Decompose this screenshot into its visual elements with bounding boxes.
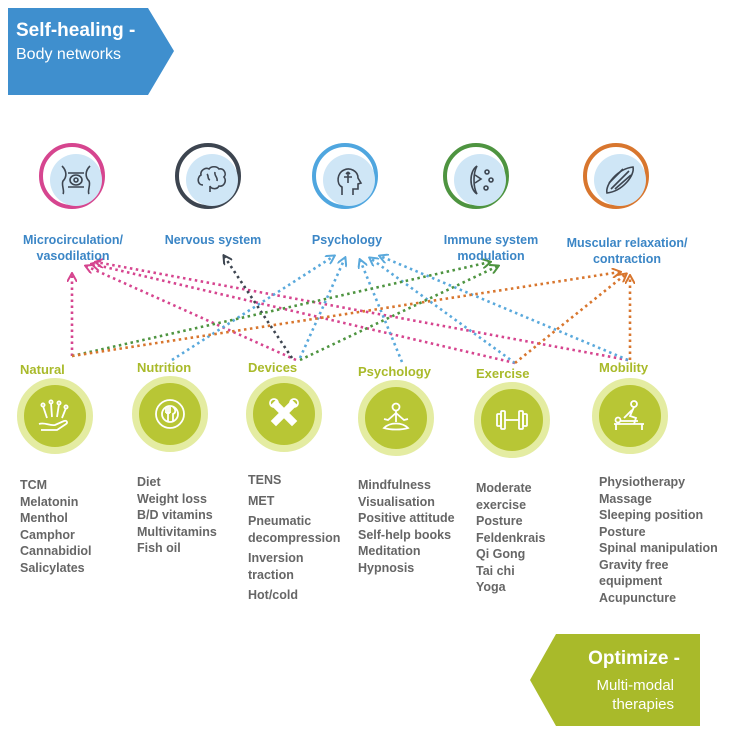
exercise-node [474, 382, 550, 458]
list-item: decompression [248, 530, 341, 545]
arrow-devices-psychology [298, 258, 345, 359]
natural-node [17, 378, 93, 454]
list-item: Tai chi [476, 563, 515, 578]
category-title-exercise: Exercise [476, 366, 530, 381]
arrow-mobility-psychology [380, 256, 629, 362]
list-item: exercise [476, 497, 527, 512]
arrow-exercise-muscular [514, 274, 626, 365]
list-item: Meditation [358, 544, 421, 558]
list-item: Hot/cold [248, 588, 298, 602]
list-item: Salicylates [20, 560, 85, 575]
natural-items: TCM Melatonin Menthol Camphor Cannabidio… [20, 477, 92, 576]
arrow-devices-microcirculation [86, 266, 297, 362]
list-item: Hypnosis [358, 560, 415, 575]
category-title-mobility: Mobility [599, 360, 649, 375]
list-item: B/D vitamins [137, 508, 213, 522]
immune-cell-icon [470, 165, 494, 195]
list-item: Fish oil [137, 541, 181, 555]
network-label-nervous: Nervous system [164, 233, 262, 247]
list-item: Posture [476, 514, 523, 528]
list-item: Cannabidiol [20, 544, 92, 558]
herbs-hand-icon [38, 399, 69, 431]
brain-icon [197, 165, 226, 192]
muscular-node [583, 143, 649, 209]
capillary-icon [61, 165, 91, 195]
list-item: Visualisation [358, 494, 435, 509]
network-label-psychology: Psychology [311, 233, 383, 247]
list-item: Feldenkrais [476, 530, 546, 545]
list-item: Mindfulness [358, 478, 431, 492]
list-item: Diet [137, 475, 161, 489]
devices-node [246, 376, 322, 452]
list-item: traction [248, 567, 294, 582]
nervous-system-node [175, 143, 241, 209]
list-item: Weight loss [137, 491, 207, 506]
list-item: Self-help books [358, 527, 452, 542]
psychology-therapy-node [358, 380, 434, 456]
psychology-items: Mindfulness Visualisation Positive attit… [358, 477, 455, 576]
exercise-items: Moderate exercise Posture Feldenkrais Qi… [476, 480, 545, 596]
list-item: equipment [599, 574, 663, 588]
nutrition-items: Diet Weight loss B/D vitamins Multivitam… [137, 474, 217, 557]
arrow-nutrition-psychology [171, 256, 334, 362]
massage-icon [614, 400, 644, 430]
list-item: Inversion [248, 551, 304, 565]
list-item: Qi Gong [476, 547, 526, 561]
nutrition-node [132, 376, 208, 452]
arrow-psychology-psychology [360, 260, 404, 363]
head-arrows-icon [337, 168, 363, 195]
category-title-psychology: Psychology [358, 364, 431, 379]
list-item: Physiotherapy [599, 475, 686, 489]
list-item: Camphor [20, 527, 75, 542]
list-item: Gravity free [599, 557, 669, 572]
list-item: Posture [599, 524, 646, 539]
self-healing-banner: Self-healing - Body networks [8, 8, 174, 95]
list-item: Positive attitude [358, 511, 455, 525]
list-item: MET [248, 493, 275, 508]
banner-bottom-title: Optimize - [588, 648, 680, 669]
list-item: Spinal manipulation [599, 541, 718, 555]
mobility-node [592, 378, 668, 454]
category-title-natural: Natural [20, 362, 65, 377]
list-item: Moderate [476, 481, 532, 495]
list-item: Acupuncture [599, 590, 677, 605]
list-item: TCM [20, 478, 48, 492]
microcirculation-node [39, 143, 105, 209]
psychology-node [312, 143, 378, 209]
network-label-microcirculation: Microcirculation/vasodilation [22, 233, 124, 263]
list-item: Multivitamins [137, 524, 217, 539]
immune-system-node [443, 143, 509, 209]
dumbbell-icon [496, 410, 528, 430]
muscle-icon [606, 166, 634, 194]
network-label-muscular: Muscular relaxation/contraction [566, 236, 688, 266]
list-item: Yoga [476, 580, 506, 594]
meditation-icon [382, 402, 410, 431]
list-item: Sleeping position [599, 508, 704, 522]
arrow-mobility-microcirculation [96, 262, 629, 362]
banner-subtitle: Body networks [16, 46, 121, 63]
list-item: Pneumatic [248, 514, 312, 528]
category-title-devices: Devices [248, 360, 298, 375]
tools-icon [269, 398, 299, 427]
mobility-items: Physiotherapy Massage Sleeping position … [599, 474, 718, 606]
plate-cutlery-icon [155, 399, 185, 429]
list-item: TENS [248, 473, 282, 487]
arrow-devices-immune [299, 266, 498, 362]
category-title-nutrition: Nutrition [137, 360, 192, 375]
arrow-natural-muscular [71, 272, 620, 358]
devices-items: TENS MET Pneumatic decompression Inversi… [248, 472, 340, 608]
list-item: Massage [599, 491, 652, 506]
banner-title: Self-healing - [16, 20, 136, 41]
arrow-devices-nervous [224, 256, 294, 359]
list-item: Melatonin [20, 494, 79, 509]
list-item: Menthol [20, 511, 68, 525]
arrow-exercise-microcirculation [92, 264, 516, 365]
